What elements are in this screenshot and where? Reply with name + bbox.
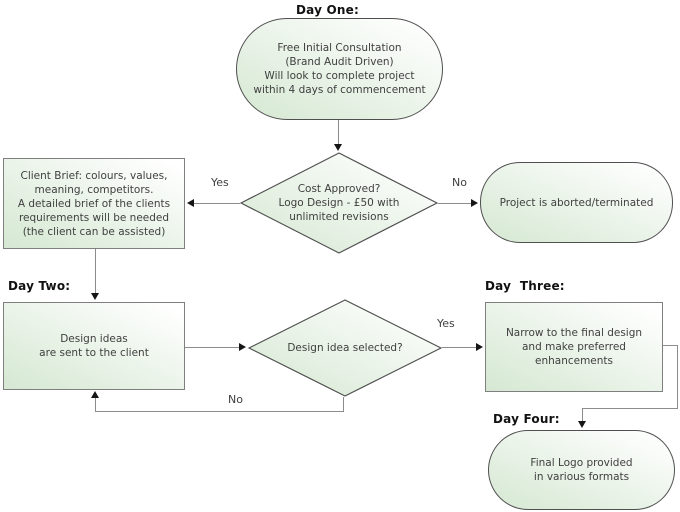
arrowhead-left-icon — [187, 199, 194, 207]
day-one-label: Day One: — [296, 3, 359, 17]
arrowhead-right-icon — [476, 343, 483, 351]
connector-ideas-to-selected — [185, 347, 241, 348]
connector-consultation-to-cost — [338, 120, 339, 146]
node-text: Narrow to the final design and make pref… — [505, 327, 643, 367]
connector-cost-no — [438, 203, 473, 204]
edge-label-no: No — [452, 176, 467, 189]
day-three-label: Day Three: — [485, 279, 565, 293]
node-cost-approved-decision: Cost Approved? Logo Design - £50 with un… — [240, 152, 438, 254]
connector-selected-yes — [442, 347, 478, 348]
node-client-brief: Client Brief: colours, values, meaning, … — [3, 158, 185, 249]
connector-narrow-down — [677, 345, 678, 408]
node-final-logo: Final Logo provided in various formats — [488, 430, 675, 510]
connector-selected-no-down — [343, 397, 344, 411]
node-text: Client Brief: colours, values, meaning, … — [17, 169, 171, 238]
node-design-ideas: Design ideas are sent to the client — [3, 302, 185, 390]
node-text: Final Logo provided in various formats — [530, 457, 633, 483]
arrowhead-down-icon — [91, 293, 99, 300]
connector-selected-no-up — [95, 398, 96, 411]
connector-cost-yes — [192, 203, 240, 204]
node-narrow-final-design: Narrow to the final design and make pref… — [485, 302, 663, 392]
arrowhead-down-icon — [578, 421, 586, 428]
arrowhead-down-icon — [334, 144, 342, 151]
node-text: Cost Approved? Logo Design - £50 with un… — [278, 183, 400, 223]
node-text: Project is aborted/terminated — [499, 196, 654, 209]
connector-narrow-across — [582, 408, 678, 409]
arrowhead-right-icon — [239, 343, 246, 351]
connector-brief-to-ideas — [95, 249, 96, 294]
day-four-label: Day Four: — [493, 412, 560, 426]
node-text: Design ideas are sent to the client — [39, 333, 149, 359]
node-project-aborted: Project is aborted/terminated — [480, 162, 673, 243]
diamond-shape — [248, 299, 442, 397]
diamond-shape — [240, 152, 438, 254]
edge-label-yes: Yes — [211, 176, 229, 189]
arrowhead-up-icon — [91, 391, 99, 398]
day-two-label: Day Two: — [8, 279, 71, 293]
connector-selected-no-across — [95, 411, 344, 412]
node-free-initial-consultation: Free Initial Consultation (Brand Audit D… — [236, 18, 443, 120]
node-design-idea-selected-decision: Design idea selected? — [248, 299, 442, 397]
connector-narrow-out — [663, 345, 677, 346]
edge-label-yes: Yes — [437, 317, 455, 330]
node-text: Design idea selected? — [287, 342, 403, 354]
edge-label-no: No — [228, 393, 243, 406]
node-text: Free Initial Consultation (Brand Audit D… — [253, 42, 426, 96]
arrowhead-right-icon — [471, 199, 478, 207]
connector-narrow-into-logo — [582, 408, 583, 422]
